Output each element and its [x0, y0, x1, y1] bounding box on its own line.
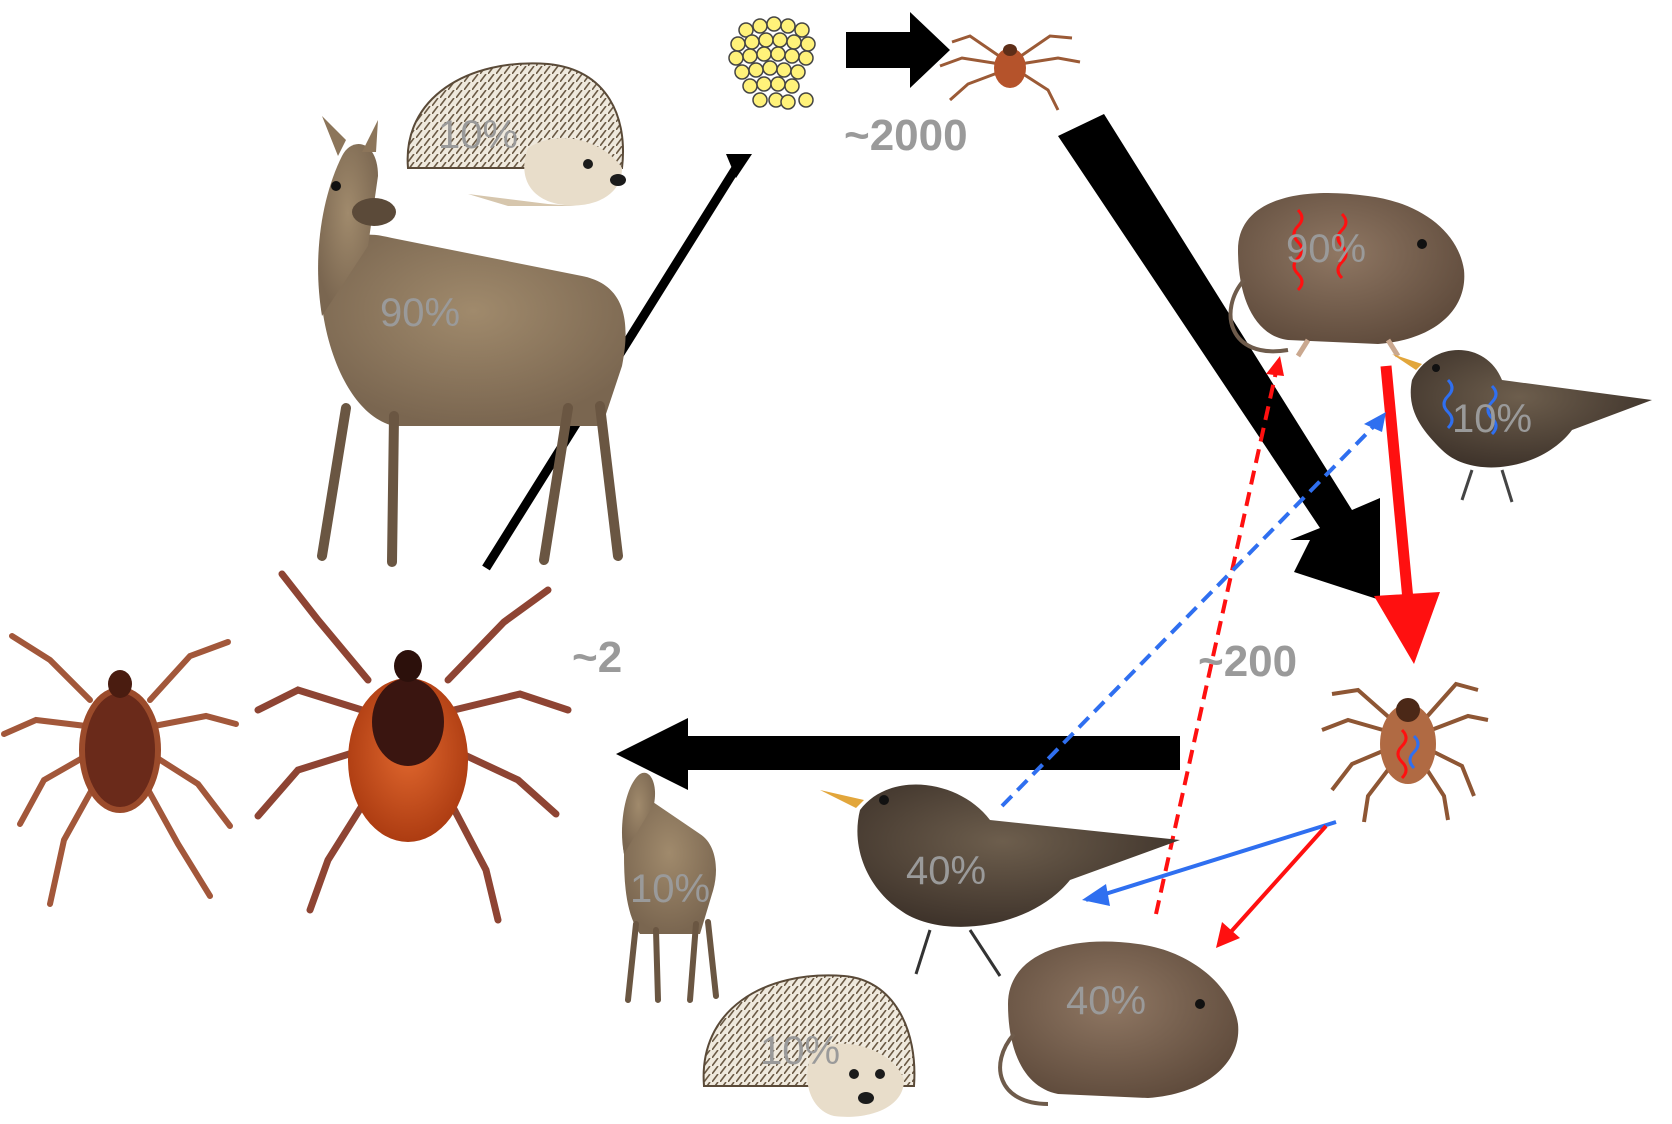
- count-adults: ~2: [572, 633, 622, 682]
- larva-tick-icon: [940, 36, 1080, 110]
- egg-cluster-icon: [729, 17, 815, 109]
- arrow-larva-to-nymph: [1058, 114, 1380, 600]
- host-share-bird-bottom: 40%: [906, 849, 986, 893]
- host-share-hedgehog-top: 10%: [438, 113, 518, 157]
- host-share-bird-top: 10%: [1452, 397, 1532, 441]
- count-larvae: ~2000: [844, 111, 968, 160]
- adult-male-tick-icon: [4, 636, 236, 904]
- host-share-deer-top: 90%: [380, 291, 460, 335]
- arrow-blue-to-bird: [1086, 822, 1336, 900]
- arrow-red-vole-to-nymph: [1386, 366, 1408, 600]
- count-nymphs: ~200: [1198, 637, 1297, 686]
- arrow-eggs-to-larva: [846, 12, 950, 88]
- vole-top-icon: [1231, 193, 1465, 356]
- host-share-deer-bottom: 10%: [630, 867, 710, 911]
- host-share-hedgehog-bottom: 10%: [760, 1029, 840, 1073]
- host-share-vole-top: 90%: [1286, 227, 1366, 271]
- nymph-tick-icon: [1322, 684, 1488, 822]
- adult-female-tick-icon: [258, 574, 568, 920]
- arrow-nymph-to-adult: [616, 718, 1180, 790]
- host-share-vole-bottom: 40%: [1066, 979, 1146, 1023]
